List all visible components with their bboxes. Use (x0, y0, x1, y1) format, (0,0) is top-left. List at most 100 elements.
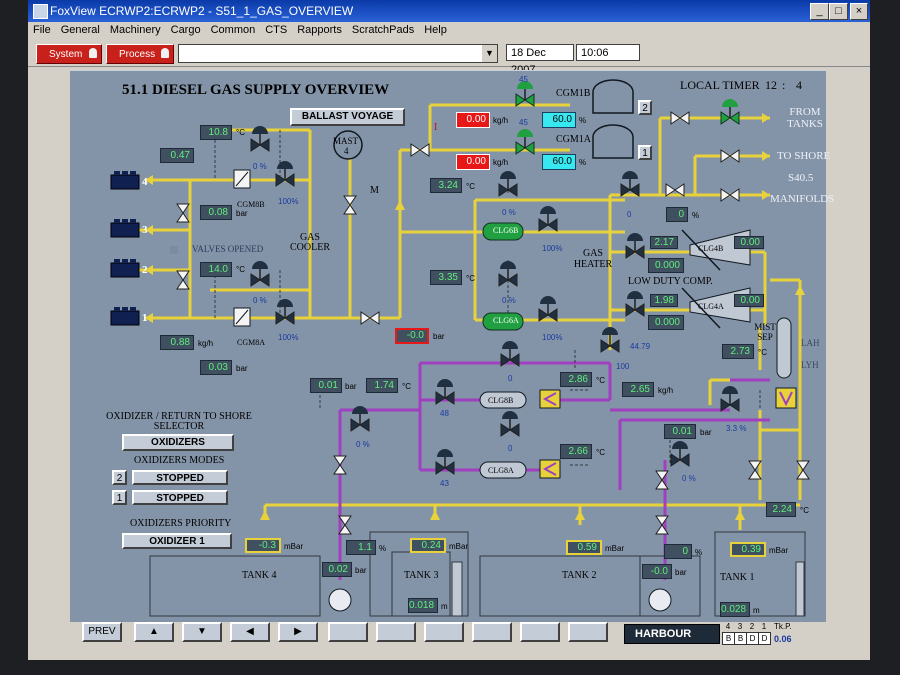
nav-blank-button-5[interactable] (520, 622, 560, 642)
menu-cargo[interactable]: Cargo (170, 24, 201, 36)
tank-2-pressure-unit: mBar (605, 544, 625, 553)
close-button[interactable]: × (850, 3, 868, 20)
cooler-b-temp: 10.8 (200, 125, 232, 140)
chevron-down-icon[interactable]: ▼ (482, 45, 497, 62)
menu-cts[interactable]: CTS (265, 24, 288, 36)
cgm-valve-mid-value: 45 (519, 118, 528, 127)
bottom-temp-unit: °C (800, 506, 809, 515)
cgm1a-select-button[interactable]: 1 (638, 145, 652, 160)
maximize-button[interactable]: □ (829, 3, 848, 20)
system-label: System (49, 49, 83, 60)
menu-file[interactable]: File (33, 24, 51, 36)
date-field: 18 Dec 2007 (506, 44, 574, 76)
ballast-voyage-button[interactable]: BALLAST VOYAGE (290, 108, 405, 126)
prev-button[interactable]: PREV (82, 622, 122, 642)
process-alarm-button[interactable]: Process (106, 44, 174, 64)
system-alarm-button[interactable]: System (36, 44, 102, 64)
tank-1-pump-bar-unit: bar (675, 568, 687, 577)
comp-a-value3: 0.00 (734, 294, 764, 307)
mast-valve-m-label: M (370, 185, 379, 196)
cooler-a-valve2: 100% (278, 333, 299, 342)
tkp-label: Tk.P. (774, 622, 792, 631)
ox2-bar-unit: bar (700, 428, 712, 437)
heater-a-temp-unit: °C (466, 274, 475, 283)
menu-bar: File General Machinery Cargo Common CTS Rappor… (28, 22, 870, 40)
menu-help[interactable]: Help (424, 24, 447, 36)
nav-blank-button-6[interactable] (568, 622, 608, 642)
menu-rapports[interactable]: Rapports (297, 24, 342, 36)
minimize-button[interactable]: _ (810, 3, 829, 20)
engine-3-label: 3 (142, 224, 148, 236)
lah-label: LAH (801, 338, 820, 348)
ox-temp-unit: °C (402, 382, 411, 391)
tank-2-label: TANK 2 (562, 570, 597, 581)
cooler-a-bar-unit: bar (236, 364, 248, 373)
to-shore-label: TO SHORE (777, 150, 831, 162)
gas-heater-label: GAS HEATER (573, 248, 613, 270)
screen: FoxView ECRWP2:ECRWP2 - S51_1_GAS_OVERVI… (28, 0, 870, 660)
oxidizer-mode-2-button[interactable]: STOPPED (132, 470, 228, 485)
cgm1a-flow: 0.00 (456, 154, 490, 170)
clg8a-temp: 2.66 (560, 444, 592, 459)
display-combo[interactable]: ▼ (178, 44, 498, 63)
clg8a-43: 43 (440, 479, 449, 488)
down-arrow-button[interactable]: ▼ (182, 622, 222, 642)
engine-1-label: 1 (142, 312, 148, 324)
cgm1b-flow: 0.00 (456, 112, 490, 128)
mast-label: MAST (333, 136, 359, 146)
oxidizer-selector-button[interactable]: OXIDIZERS (122, 434, 234, 451)
cooler-b-bar: 0.08 (200, 205, 232, 220)
cgm8a-label: CGM8A (237, 338, 266, 347)
cooler-a-valve1: 0 % (253, 296, 267, 305)
nav-blank-button-2[interactable] (376, 622, 416, 642)
left-arrow-button[interactable]: ◀ (230, 622, 270, 642)
heater-a-valve2: 100% (542, 333, 563, 342)
heater-b-temp-unit: °C (466, 182, 475, 191)
tank-3-pump-pct-unit: % (379, 544, 387, 553)
menu-common[interactable]: Common (210, 24, 256, 36)
tank-1-pressure: 0.39 (730, 542, 766, 557)
harbour-indicator: HARBOUR (624, 624, 720, 644)
heater-b-valve2: 100% (542, 244, 563, 253)
heater-a-temp: 3.35 (430, 270, 462, 285)
toolbar: System Process ▼ 18 Dec 2007 10:06 (28, 40, 870, 76)
tank-3-level: 0.018 (408, 598, 438, 613)
up-arrow-button[interactable]: ▲ (134, 622, 174, 642)
window-title: FoxView ECRWP2:ECRWP2 - S51_1_GAS_OVERVI… (50, 4, 354, 18)
nav-blank-button-4[interactable] (472, 622, 512, 642)
menu-scratchpads[interactable]: ScratchPads (351, 24, 415, 36)
engine-2-label: 2 (142, 264, 148, 276)
nav-blank-button-3[interactable] (424, 622, 464, 642)
oxidizer-modes-label: OXIDIZERS MODES (134, 455, 225, 466)
clg6b-label: CLG6B (493, 226, 519, 235)
engine-4-label: 4 (142, 176, 148, 188)
mast-number: 4 (344, 146, 349, 156)
piping-diagram (70, 70, 826, 617)
cooler-b-temp-unit: °C (236, 128, 245, 137)
cgm1a-flow-unit: kg/h (493, 158, 509, 167)
comp-a-value1: 1.98 (650, 294, 678, 307)
oxidizer-mode-1-number: 1 (112, 490, 127, 505)
tank-3-pump-bar-unit: bar (355, 566, 367, 575)
cgm1a-load: 60.0 (542, 154, 576, 170)
ox-bar-unit: bar (345, 382, 357, 391)
cooler-a-temp: 14.0 (200, 262, 232, 277)
tank-3-pump-bar: 0.02 (322, 562, 352, 577)
cooler-b-valve2: 100% (278, 197, 299, 206)
menu-machinery[interactable]: Machinery (109, 24, 161, 36)
heater-b-valve: 0 % (502, 208, 516, 217)
nav-blank-button-1[interactable] (328, 622, 368, 642)
oxidizer-priority-button[interactable]: OXIDIZER 1 (122, 533, 232, 549)
clg8b-valve: 0 (508, 374, 513, 383)
cgm1b-select-button[interactable]: 2 (638, 100, 652, 115)
process-label: Process (119, 49, 156, 60)
oxidizer-mode-1-button[interactable]: STOPPED (132, 490, 228, 505)
right-arrow-button[interactable]: ▶ (278, 622, 318, 642)
menu-general[interactable]: General (60, 24, 100, 36)
oxidizer-mode-2-number: 2 (112, 470, 127, 485)
clg4b-label: CLG4B (698, 244, 724, 253)
clg4a-label: CLG4A (698, 302, 724, 311)
local-timer-minutes: 4 (796, 78, 802, 92)
title-bar: FoxView ECRWP2:ECRWP2 - S51_1_GAS_OVERVI… (28, 0, 870, 22)
